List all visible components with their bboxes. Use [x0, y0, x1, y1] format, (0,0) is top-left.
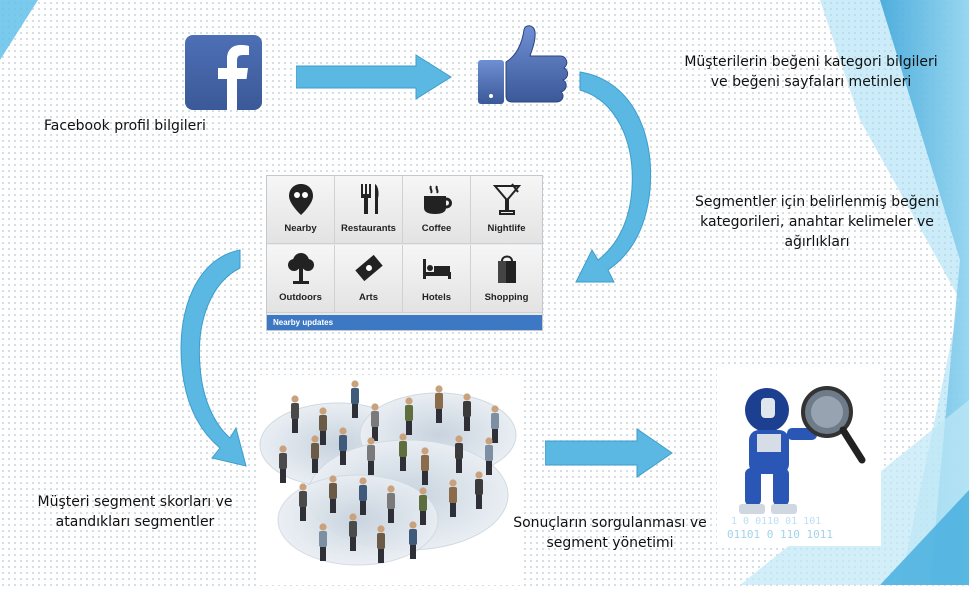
person-figure	[405, 397, 413, 435]
person-figure	[421, 447, 429, 485]
person-figure	[455, 435, 463, 473]
segments-keywords-label: Segmentler için belirlenmiş beğeni kateg…	[695, 194, 939, 250]
person-figure	[339, 427, 347, 465]
coffee-cup-icon	[403, 182, 470, 218]
facebook-f-icon	[218, 45, 249, 110]
svg-text:01101 0 110 1011: 01101 0 110 1011	[727, 528, 833, 541]
thumbs-up-icon	[478, 25, 569, 104]
facebook-profile-label: Facebook profil bilgileri	[44, 118, 206, 134]
people-segments-image	[258, 375, 520, 585]
tile-restaurants[interactable]: Restaurants	[335, 176, 403, 244]
tile-label: Outdoors	[279, 292, 322, 303]
tile-hotels[interactable]: Hotels	[403, 245, 471, 313]
robot-search-image: 01101 0 110 1011 1 0 0110 01 101	[717, 368, 881, 546]
tile-label: Restaurants	[341, 223, 396, 234]
tile-coffee[interactable]: Coffee	[403, 176, 471, 244]
map-pin-icon	[267, 182, 334, 218]
person-figure	[435, 385, 443, 423]
people-crowd-illustration	[259, 380, 517, 566]
person-figure	[367, 437, 375, 475]
cutlery-icon	[335, 182, 402, 218]
curved-arrow-down-left	[575, 71, 652, 283]
person-figure	[279, 445, 287, 483]
bed-icon	[403, 251, 470, 287]
person-figure	[329, 475, 337, 513]
tree-icon	[267, 251, 334, 287]
person-figure	[371, 403, 379, 441]
tile-outdoors[interactable]: Outdoors	[267, 245, 335, 313]
person-figure	[449, 479, 457, 517]
cocktail-icon	[471, 182, 542, 218]
robot-magnifier-icon: 01101 0 110 1011 1 0 0110 01 101	[727, 386, 866, 541]
person-figure	[475, 471, 483, 509]
tile-arts[interactable]: Arts	[335, 245, 403, 313]
tile-nightlife[interactable]: Nightlife	[471, 176, 542, 244]
person-figure	[463, 393, 471, 431]
facebook-logo	[185, 35, 262, 110]
curved-arrow-down-right	[180, 249, 247, 467]
query-management-label: Sonuçların sorgulanması ve segment yönet…	[513, 515, 707, 551]
tile-label: Arts	[358, 292, 378, 303]
tile-shopping[interactable]: Shopping	[471, 245, 542, 313]
person-figure	[419, 487, 427, 525]
ticket-icon	[335, 251, 402, 287]
person-figure	[491, 405, 499, 443]
tile-label: Hotels	[421, 292, 452, 303]
tile-nearby[interactable]: Nearby	[267, 176, 335, 244]
person-figure	[387, 485, 395, 523]
person-figure	[359, 477, 367, 515]
person-figure	[299, 483, 307, 521]
like-thumb-image	[468, 22, 572, 108]
person-figure	[377, 525, 385, 563]
svg-text:1 0 0110 01 101: 1 0 0110 01 101	[731, 516, 821, 527]
nearby-updates-bar[interactable]: Nearby updates	[267, 315, 542, 330]
person-figure	[399, 433, 407, 471]
like-info-label: Müşterilerin beğeni kategori bilgileri v…	[684, 54, 938, 90]
person-figure	[319, 407, 327, 445]
tile-label: Coffee	[421, 223, 452, 234]
arrow-right-1	[296, 54, 452, 100]
tile-label: Nearby	[284, 223, 317, 234]
segment-scores-label: Müşteri segment skorları ve atandıkları …	[37, 494, 233, 530]
person-figure	[349, 513, 357, 551]
person-figure	[291, 395, 299, 433]
tile-label: Shopping	[484, 292, 529, 303]
person-figure	[409, 521, 417, 559]
person-figure	[351, 380, 359, 418]
person-figure	[319, 523, 327, 561]
shopping-bag-icon	[471, 251, 542, 287]
tile-label: Nightlife	[487, 223, 526, 234]
arrow-right-2	[545, 428, 673, 478]
category-tile-grid: Nearby Restaurants Coffee Nightlife Outd…	[266, 175, 543, 331]
person-figure	[311, 435, 319, 473]
person-figure	[485, 437, 493, 475]
